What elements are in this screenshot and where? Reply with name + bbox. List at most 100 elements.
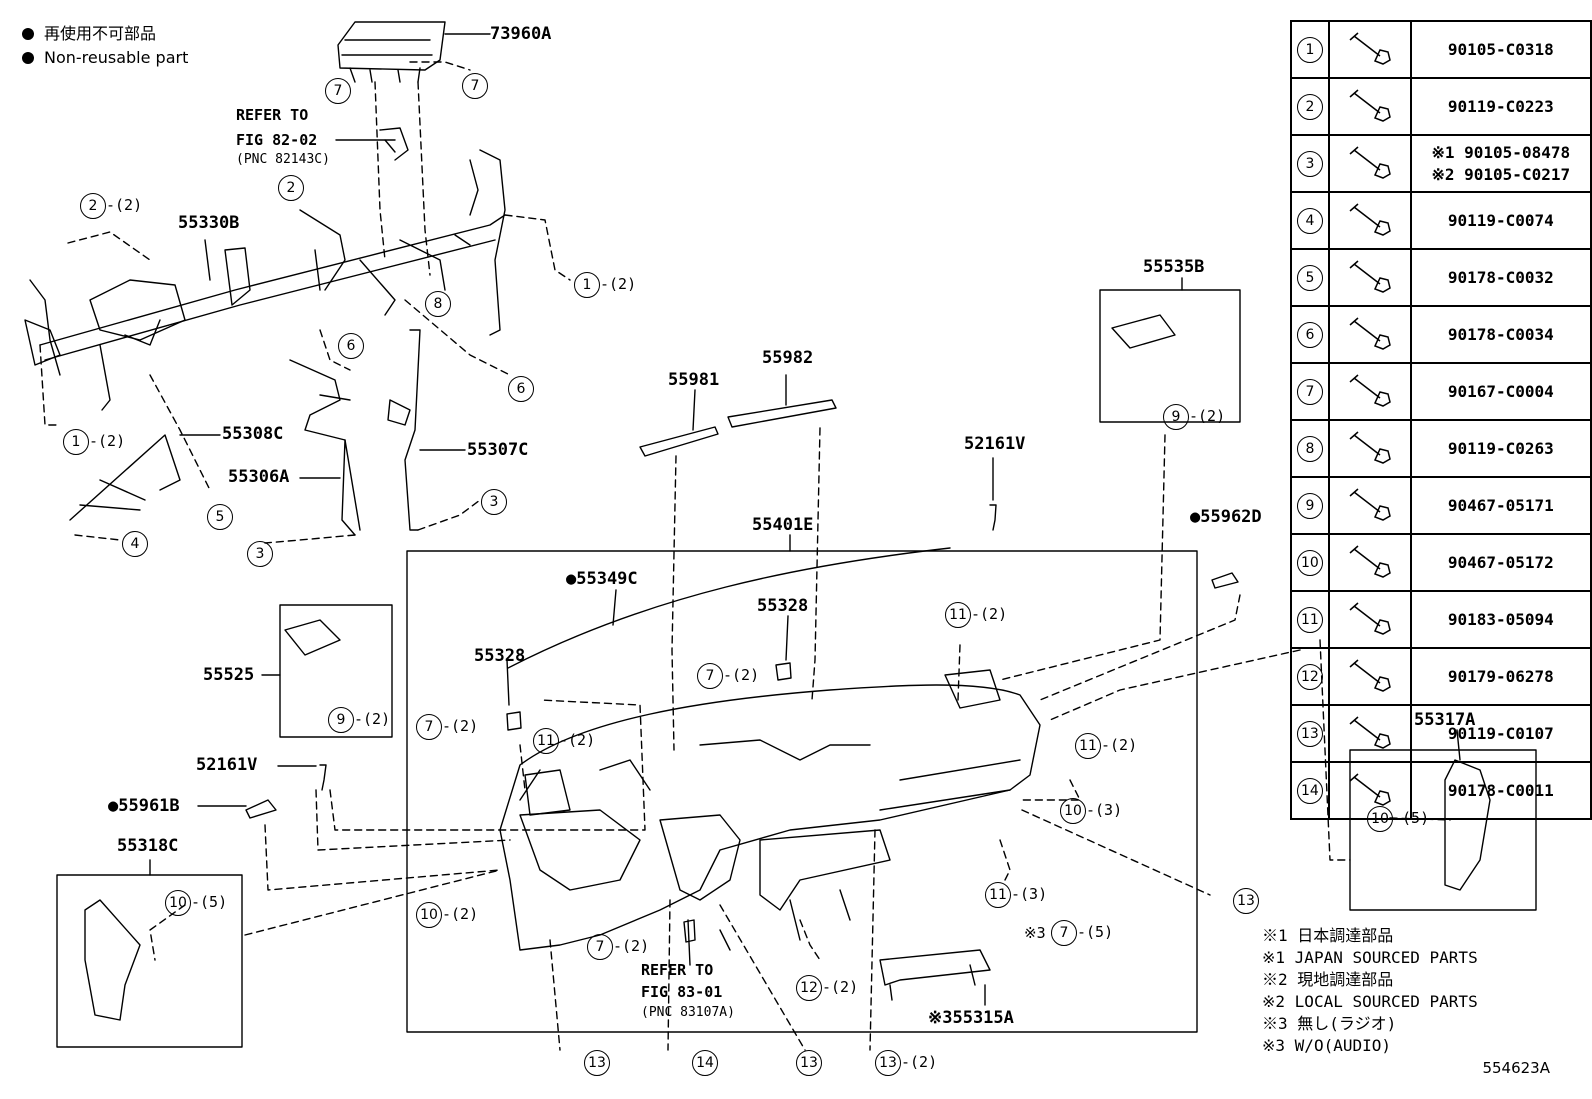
connector-drawing — [683, 919, 696, 943]
moulding-drawing — [507, 547, 951, 669]
callout: 11-(3) — [985, 882, 1047, 908]
fastener-icon — [1327, 533, 1412, 592]
part-number: 90119-C0263 — [1447, 438, 1554, 458]
part-number: 90167-C0004 — [1447, 381, 1554, 401]
part-number-cell: 90179-06278 — [1409, 647, 1592, 706]
parts-table-row: 3※1 90105-08478※2 90105-C0217 — [1290, 134, 1592, 193]
airbag-module-drawing — [337, 21, 446, 83]
callout: 7 — [325, 78, 351, 104]
part-number-cell: 90178-C0032 — [1409, 248, 1592, 307]
notes: ※1 日本調達部品 ※1 JAPAN SOURCED PARTS ※2 現地調達… — [1262, 925, 1478, 1057]
parts-table-row: 13 90119-C0107 — [1290, 704, 1592, 763]
part-number: 90119-C0107 — [1447, 723, 1554, 743]
ref-number: 5 — [1296, 264, 1323, 291]
ref-number: 14 — [1296, 777, 1323, 804]
note-line: ※3 無し(ラジオ) — [1262, 1014, 1397, 1033]
note-line: ※2 現地調達部品 — [1262, 970, 1394, 989]
part-number: 90105-C0318 — [1447, 39, 1554, 59]
panel-frame — [406, 550, 1198, 1033]
label-55308c: 55308C — [222, 424, 284, 444]
label-55306a: 55306A — [228, 467, 290, 487]
parts-ref-cell: 6 — [1290, 305, 1330, 364]
part-number-cell: 90119-C0263 — [1409, 419, 1592, 478]
dashed-assembly-lines — [39, 61, 1451, 1051]
parts-table-row: 10 90467-05172 — [1290, 533, 1592, 592]
callout: 3 — [247, 541, 273, 567]
callout: 11-(2) — [1075, 733, 1137, 759]
fastener-icon — [1327, 134, 1412, 193]
note-line: ※2 LOCAL SOURCED PARTS — [1262, 992, 1478, 1011]
callout: 13 — [1233, 888, 1259, 914]
part-number-cell: 90105-C0318 — [1409, 20, 1592, 79]
fastener-icon — [1327, 191, 1412, 250]
refer2-text-line1: REFER TO — [641, 961, 714, 979]
ref-number: 8 — [1296, 435, 1323, 462]
callout: 2-(2) — [80, 193, 142, 219]
ref-number: 9 — [1296, 492, 1323, 519]
part-number: 90467-05171 — [1447, 495, 1554, 515]
instrument-panel-drawing — [499, 669, 1041, 951]
illustration-code: 554623A — [1482, 1059, 1550, 1077]
clips-55328-drawing — [506, 662, 792, 731]
label-55349c: ●55349C — [566, 569, 638, 589]
callout: 10-(5) — [165, 890, 227, 916]
parts-ref-cell: 14 — [1290, 761, 1330, 820]
callout: 8 — [425, 291, 451, 317]
callout: 1-(2) — [574, 272, 636, 298]
fastener-icon — [1327, 647, 1412, 706]
fastener-icon — [1327, 476, 1412, 535]
filled-dot-icon — [22, 52, 34, 64]
part-number: ※2 90105-C0217 — [1431, 164, 1571, 184]
callout: 6 — [338, 333, 364, 359]
fastener-icon — [1327, 761, 1412, 820]
part-number: 90178-C0032 — [1447, 267, 1554, 287]
defroster-vents-drawing — [639, 399, 837, 457]
legend-row-jp: 再使用不可部品 — [22, 22, 188, 46]
ref-number: 7 — [1296, 378, 1323, 405]
parts-ref-cell: 10 — [1290, 533, 1330, 592]
parts-table-row: 9 90467-05171 — [1290, 476, 1592, 535]
parts-table-row: 8 90119-C0263 — [1290, 419, 1592, 478]
ref-number: 13 — [1296, 720, 1323, 747]
parts-ref-cell: 9 — [1290, 476, 1330, 535]
part-number: 90183-05094 — [1447, 609, 1554, 629]
part-number-cell: 90467-05171 — [1409, 476, 1592, 535]
callout: 14 — [692, 1050, 718, 1076]
parts-table-row: 5 90178-C0032 — [1290, 248, 1592, 307]
legend-row-en: Non-reusable part — [22, 46, 188, 70]
part-number: ※1 90105-08478 — [1431, 142, 1571, 162]
pin-52161v-left-drawing — [319, 764, 327, 791]
refer-text-line2: FIG 82-02 — [236, 131, 318, 149]
vent-55961b-drawing — [245, 799, 277, 819]
part-number-cell: 90119-C0107 — [1409, 704, 1592, 763]
fastener-icon — [1327, 362, 1412, 421]
end-panel-left-drawing — [84, 899, 141, 1021]
label-55315a: ※355315A — [928, 1008, 1014, 1028]
part-number-cell: 90167-C0004 — [1409, 362, 1592, 421]
part-number-cell: 90119-C0223 — [1409, 77, 1592, 136]
part-number-cell: 90183-05094 — [1409, 590, 1592, 649]
label-55525: 55525 — [203, 665, 255, 685]
note-line: ※1 日本調達部品 — [1262, 926, 1394, 945]
note-line: ※1 JAPAN SOURCED PARTS — [1262, 948, 1478, 967]
cover-55535b-drawing — [1111, 314, 1176, 349]
callout: 5 — [207, 504, 233, 530]
label-55535b: 55535B — [1143, 257, 1205, 277]
part-number-cell: 90119-C0074 — [1409, 191, 1592, 250]
note-marker-3: ※3 — [1024, 924, 1046, 942]
legend-jp: 再使用不可部品 — [44, 24, 157, 43]
pin-52161v-right-drawing — [989, 504, 997, 531]
part-number-cell: 90467-05172 — [1409, 533, 1592, 592]
leader-lines — [149, 33, 1461, 1006]
box-55535b — [1099, 289, 1241, 423]
fastener-icon — [1327, 704, 1412, 763]
braces-drawing — [69, 329, 421, 536]
callout: 10-(2) — [416, 902, 478, 928]
